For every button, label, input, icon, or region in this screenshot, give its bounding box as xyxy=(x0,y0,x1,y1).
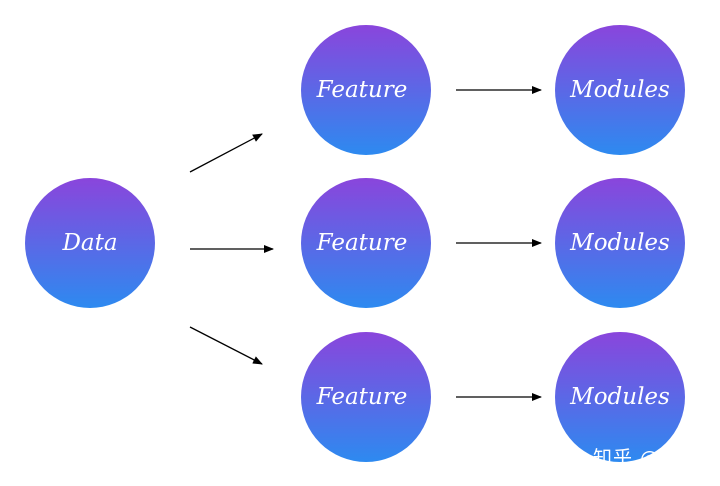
watermark: 知乎 @流形 xyxy=(592,447,700,469)
feature-node-circle xyxy=(301,332,431,462)
data-node: Data xyxy=(25,178,155,308)
feature-node-circle xyxy=(301,25,431,155)
feature-node: Feature xyxy=(301,332,431,462)
feature-node-label: Feature xyxy=(316,384,408,410)
feature-node-label: Feature xyxy=(316,230,408,256)
modules-node-label: Modules xyxy=(569,77,670,103)
modules-node-circle xyxy=(555,25,685,155)
modules-node: Modules xyxy=(555,178,685,308)
modules-node-circle xyxy=(555,178,685,308)
arrow-data-to-feature-3 xyxy=(189,326,263,365)
feature-node: Feature xyxy=(301,178,431,308)
modules-node: Modules xyxy=(555,25,685,155)
modules-node-circle xyxy=(555,332,685,462)
modules-node-label: Modules xyxy=(569,230,670,256)
arrow-data-to-feature-1 xyxy=(189,133,263,173)
feature-node-label: Feature xyxy=(316,77,408,103)
feature-node: Feature xyxy=(301,25,431,155)
feature-node-circle xyxy=(301,178,431,308)
modules-node: Modules xyxy=(555,332,685,462)
data-node-label: Data xyxy=(61,230,117,256)
modules-node-label: Modules xyxy=(569,384,670,410)
data-node-circle xyxy=(25,178,155,308)
